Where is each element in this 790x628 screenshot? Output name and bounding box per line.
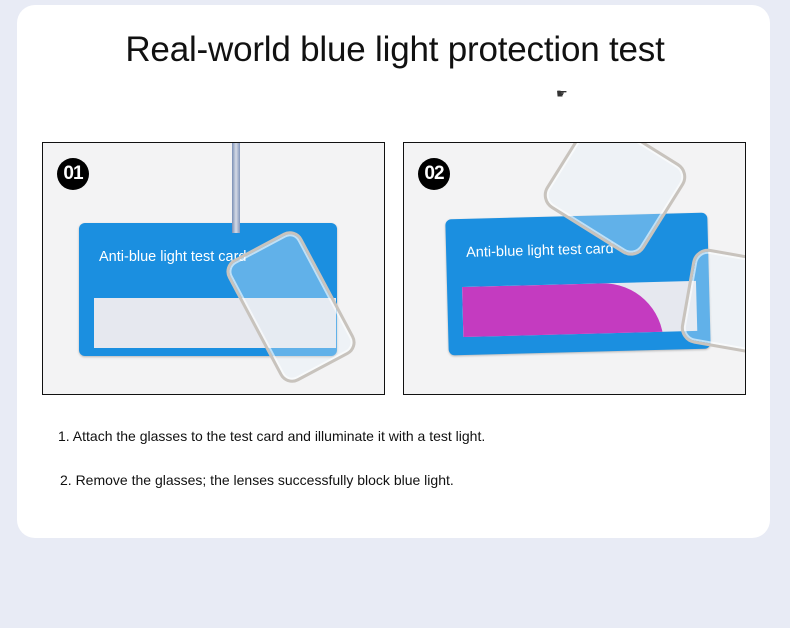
test-card-label: Anti-blue light test card: [465, 241, 614, 261]
step-1-text: 1. Attach the glasses to the test card a…: [58, 428, 486, 444]
step-badge-01: 01: [57, 158, 89, 190]
photo-step-2: 02 Anti-blue light test card: [403, 142, 746, 395]
pointer-hand-icon: ☛: [556, 86, 568, 101]
glasses-arm: [232, 143, 240, 233]
page-title: Real-world blue light protection test: [125, 30, 665, 69]
photo-step-1: 01 Anti-blue light test card: [42, 142, 385, 395]
test-card: Anti-blue light test card: [79, 223, 337, 356]
step-badge-02: 02: [418, 158, 450, 190]
blocked-light-area: [462, 281, 664, 338]
test-strip-white: [94, 298, 336, 348]
test-card-label: Anti-blue light test card: [99, 249, 247, 265]
test-card: Anti-blue light test card: [445, 212, 711, 356]
step-2-text: 2. Remove the glasses; the lenses succes…: [60, 472, 454, 488]
test-strip-magenta: [462, 280, 698, 338]
